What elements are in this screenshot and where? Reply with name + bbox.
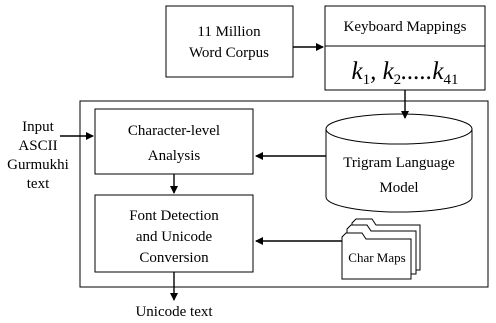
trigram-line-2: Model	[379, 180, 418, 196]
char-maps-node: Char Maps	[341, 218, 421, 280]
corpus-node: 11 Million Word Corpus	[165, 5, 294, 78]
keyboard-mappings-formula: k1, k2.....k41	[351, 58, 458, 88]
character-analysis-node: Character-level Analysis	[94, 108, 254, 175]
output-label: Unicode text	[135, 304, 213, 320]
svg-text:ASCII: ASCII	[18, 138, 57, 154]
character-analysis-line-1: Character-level	[128, 123, 220, 139]
trigram-line-1: Trigram Language	[343, 155, 455, 171]
keyboard-mappings-node: Keyboard Mappings k1, k2.....k41	[324, 5, 486, 91]
corpus-line-2: Word Corpus	[189, 45, 269, 61]
svg-text:Input: Input	[22, 119, 54, 135]
char-maps-folder-front	[341, 232, 412, 280]
font-detection-node: Font Detection and Unicode Conversion	[94, 194, 254, 273]
corpus-line-1: 11 Million	[197, 24, 261, 40]
char-maps-label: Char Maps	[348, 250, 405, 265]
font-detection-line-1: Font Detection	[129, 208, 219, 224]
font-detection-line-3: Conversion	[139, 250, 209, 266]
font-detection-line-2: and Unicode	[136, 229, 213, 245]
svg-text:Gurmukhi: Gurmukhi	[7, 157, 69, 173]
trigram-model-node: Trigram Language Model	[325, 113, 473, 213]
character-analysis-line-2: Analysis	[148, 148, 201, 164]
input-label: Input ASCII Gurmukhi text	[7, 119, 69, 192]
keyboard-mappings-title: Keyboard Mappings	[344, 19, 467, 35]
svg-text:text: text	[27, 176, 50, 192]
